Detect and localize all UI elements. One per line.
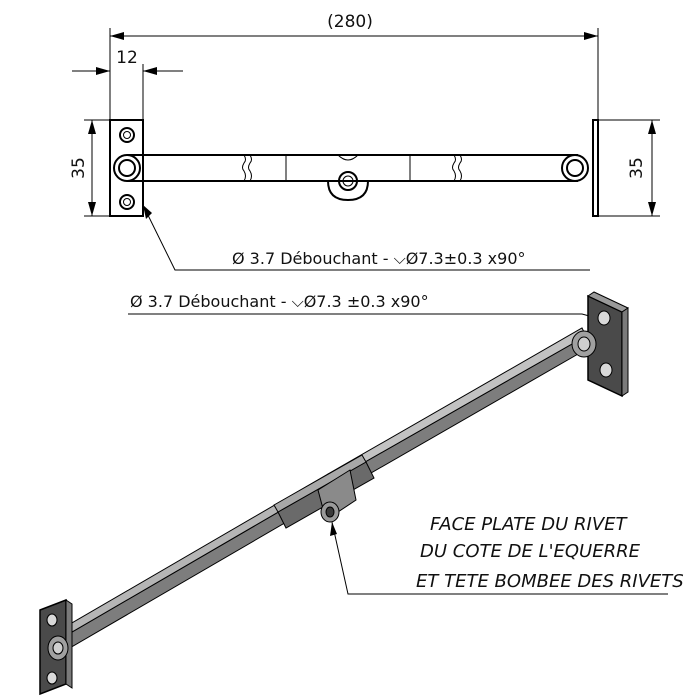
bracket-width-label: 12 — [116, 48, 138, 68]
top-view: (280) 12 35 35 — [69, 12, 660, 271]
iso-right-bracket — [571, 291, 630, 398]
note-line-1: FACE PLATE DU RIVET — [430, 514, 629, 535]
hole-spec-iso-label: Ø 3.7 Débouchant - ⌵Ø7.3 ±0.3 x90° — [130, 292, 429, 311]
right-bracket-plate — [561, 119, 599, 217]
iso-left-bracket — [39, 598, 73, 696]
left-height-dimension: 35 — [69, 119, 110, 217]
note-line-3: ET TETE BOMBEE DES RIVETS — [416, 571, 684, 592]
right-height-label: 35 — [627, 157, 647, 179]
overall-length-label: (280) — [327, 12, 373, 32]
note-leader — [330, 521, 668, 595]
hole-callout-top: Ø 3.7 Débouchant - ⌵Ø7.3±0.3 x90° — [142, 204, 590, 271]
hole-spec-top-label: Ø 3.7 Débouchant - ⌵Ø7.3±0.3 x90° — [232, 249, 526, 268]
overall-length-dimension: (280) — [109, 12, 599, 120]
right-height-dimension: 35 — [598, 119, 660, 217]
left-height-label: 35 — [69, 157, 89, 179]
hole-callout-iso: Ø 3.7 Débouchant - ⌵Ø7.3 ±0.3 x90° — [128, 292, 605, 321]
center-knuckle — [327, 154, 369, 202]
isometric-view: Ø 3.7 Débouchant - ⌵Ø7.3 ±0.3 x90° — [39, 291, 684, 696]
rivet-note: FACE PLATE DU RIVET DU COTE DE L'EQUERRE… — [416, 514, 684, 592]
left-pivot-rivet — [113, 154, 141, 182]
left-bracket-plate — [109, 119, 144, 217]
iso-center-knuckle — [317, 469, 357, 523]
note-line-2: DU COTE DE L'EQUERRE — [420, 541, 641, 562]
bracket-width-dimension: 12 — [72, 48, 183, 120]
